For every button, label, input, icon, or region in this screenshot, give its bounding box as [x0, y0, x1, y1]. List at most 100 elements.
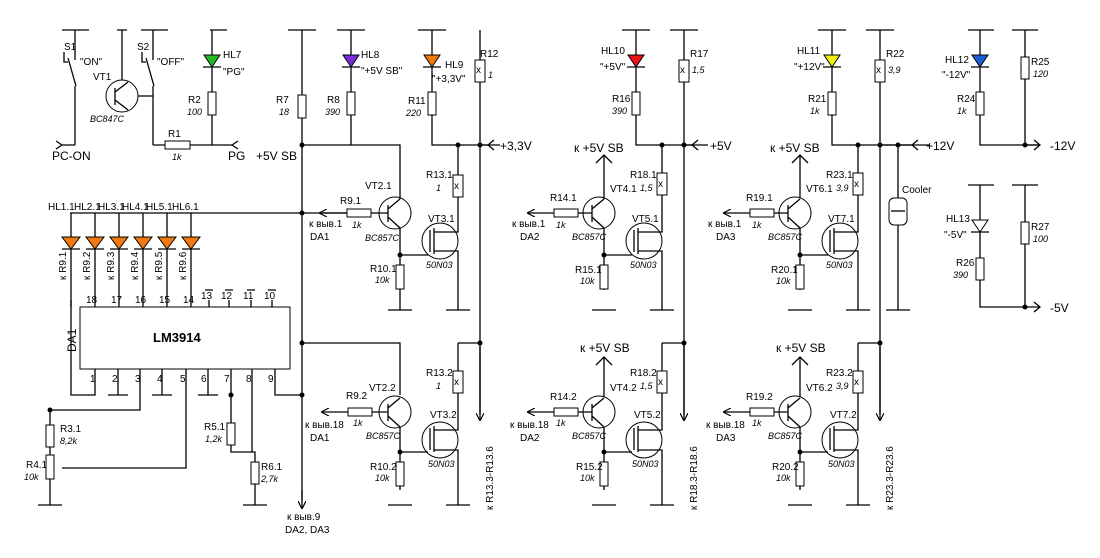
- k92-label: к R9.2: [82, 251, 93, 280]
- da3-kv18-label: к выв.18: [706, 420, 745, 431]
- svg-text:x: x: [658, 179, 663, 190]
- r11-label: R11: [408, 96, 426, 107]
- r61-value: 2,7k: [260, 474, 279, 484]
- svg-text:x: x: [658, 377, 663, 388]
- hl9-text: "+3,3V": [432, 74, 466, 85]
- r232-value: 3,9: [836, 381, 849, 391]
- r142-value: 1k: [556, 418, 566, 428]
- r201-label: R20.1: [771, 265, 798, 276]
- da1-stage-1: R9.1 1k VT2.1 BC857C к выв.1 DA1 VT3.1 5…: [299, 145, 470, 311]
- r191-label: R19.1: [746, 193, 773, 204]
- r152-value: 10k: [580, 473, 595, 483]
- svg-text:11: 11: [243, 291, 254, 302]
- vt72-type: 50N03: [828, 459, 855, 469]
- da2-kv18-label: к выв.18: [510, 420, 549, 431]
- svg-text:7: 7: [224, 374, 230, 385]
- r27-value: 100: [1033, 234, 1048, 244]
- r12-label: R12: [480, 49, 499, 60]
- r142-label: R14.2: [550, 392, 577, 403]
- hl10-label: HL10: [601, 46, 625, 57]
- svg-text:5: 5: [180, 374, 186, 385]
- r152-label: R15.2: [576, 462, 603, 473]
- vt42-type: BC857C: [572, 431, 607, 441]
- da1-label-2: DA1: [310, 433, 330, 444]
- vt51-label: VT5.1: [632, 214, 659, 225]
- svg-text:x: x: [680, 65, 685, 76]
- pg-label: PG: [228, 149, 245, 163]
- svg-text:13: 13: [201, 291, 213, 302]
- kv9-label: к выв.9: [287, 512, 321, 523]
- svg-text:2: 2: [112, 374, 118, 385]
- svg-text:10: 10: [264, 291, 276, 302]
- da23-label: DA2, DA3: [285, 525, 330, 536]
- vt32-label: VT3.2: [430, 410, 457, 421]
- svg-text:x: x: [876, 65, 881, 76]
- r101-value: 10k: [375, 275, 390, 285]
- v12-label: +12V: [926, 139, 954, 153]
- hl9-label: HL9: [445, 60, 464, 71]
- r22-value: 3,9: [888, 65, 901, 75]
- vt52-label: VT5.2: [634, 410, 661, 421]
- r92-label: R9.2: [346, 391, 368, 402]
- r41-label: R4.1: [26, 460, 48, 471]
- r26-label: R26: [956, 258, 975, 269]
- r41-value: 10k: [24, 472, 39, 482]
- svg-text:12: 12: [221, 291, 233, 302]
- vt61-type: BC857C: [768, 232, 803, 242]
- svg-text:18: 18: [86, 295, 98, 306]
- da1-kv1-label: к выв.1: [309, 219, 343, 230]
- vt51-type: 50N03: [630, 260, 657, 270]
- r51-value: 1,2k: [205, 434, 223, 444]
- vt62-label: VT6.2: [806, 383, 833, 394]
- vt21-type: BC857C: [365, 233, 400, 243]
- r2-label: R2: [188, 95, 201, 106]
- hl7-text: "PG": [223, 67, 245, 78]
- hl7-label: HL7: [223, 50, 242, 61]
- r202-label: R20.2: [772, 462, 799, 473]
- svg-text:14: 14: [183, 295, 195, 306]
- svg-text:x: x: [854, 179, 859, 190]
- k5vsb-label-2: к +5V SB: [580, 341, 630, 355]
- s2-label: S2: [137, 42, 150, 53]
- da1-kv18-label: к выв.18: [305, 420, 344, 431]
- r21-value: 1k: [810, 106, 820, 116]
- da1-stage-2: R9.2 1k VT2.2 BC857C к выв.18 DA1 VT3.2 …: [285, 340, 496, 536]
- k93-label: к R9.3: [106, 251, 117, 280]
- hl12-label: HL12: [945, 55, 969, 66]
- r27-label: R27: [1031, 222, 1050, 233]
- r24-label: R24: [957, 94, 976, 105]
- r131-label: R13.1: [426, 170, 453, 181]
- vt61-label: VT6.1: [806, 184, 833, 195]
- k5vsb-label-4: к +5V SB: [776, 341, 826, 355]
- r192-label: R19.2: [746, 392, 773, 403]
- svg-text:16: 16: [135, 295, 147, 306]
- hl8-label: HL8: [361, 50, 380, 61]
- r101-label: R10.1: [370, 264, 397, 275]
- r192-value: 1k: [752, 418, 762, 428]
- 5vsb-label: +5V SB: [256, 149, 297, 163]
- da3-label-1: DA3: [716, 232, 736, 243]
- s1-text: "ON": [80, 57, 103, 68]
- da2-kv1-label: к выв.1: [512, 219, 546, 230]
- kr23-label: к R23.3-R23.6: [885, 446, 896, 510]
- r21-label: R21: [808, 94, 827, 105]
- vt72-label: VT7.2: [830, 410, 857, 421]
- vt1-label: VT1: [93, 72, 112, 83]
- r151-label: R15.1: [575, 265, 602, 276]
- s1-label: S1: [64, 42, 77, 53]
- k5vsb-label-3: к +5V SB: [770, 141, 820, 155]
- kr18-label: к R18.3-R18.6: [689, 446, 700, 510]
- r1-value: 1k: [172, 152, 182, 162]
- r25-value: 120: [1033, 69, 1048, 79]
- r91-label: R9.1: [340, 196, 362, 207]
- svg-text:17: 17: [111, 295, 123, 306]
- r8-label: R8: [327, 95, 340, 106]
- r231-label: R23.1: [826, 170, 853, 181]
- r232-label: R23.2: [826, 368, 853, 379]
- lm3914-chip: [79, 306, 291, 370]
- vt71-type: 50N03: [826, 260, 853, 270]
- r141-label: R14.1: [550, 193, 577, 204]
- svg-text:3: 3: [135, 374, 141, 385]
- hl61-label: HL6.1: [172, 202, 199, 213]
- vt52-type: 50N03: [632, 459, 659, 469]
